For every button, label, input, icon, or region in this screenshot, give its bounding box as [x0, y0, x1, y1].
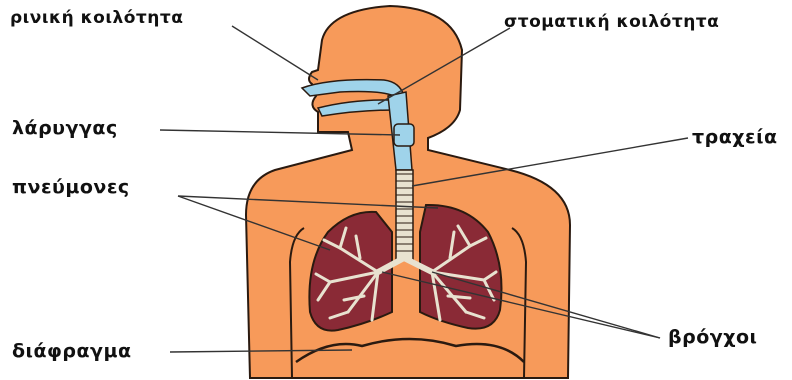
- label-larynx: λάρυγγας: [12, 117, 118, 139]
- bronchus-branch: [448, 296, 470, 298]
- label-diaphragm: διάφραγμα: [12, 340, 132, 362]
- label-trachea: τραχεία: [692, 126, 778, 148]
- label-lungs: πνεύμονες: [12, 176, 130, 198]
- label-bronchi: βρόγχοι: [668, 326, 757, 348]
- label-nasal-cavity: ρινική κοιλότητα: [10, 8, 183, 28]
- pointer-nasal: [232, 26, 318, 80]
- label-oral-cavity: στοματική κοιλότητα: [504, 12, 719, 32]
- trachea-tube: [396, 170, 413, 260]
